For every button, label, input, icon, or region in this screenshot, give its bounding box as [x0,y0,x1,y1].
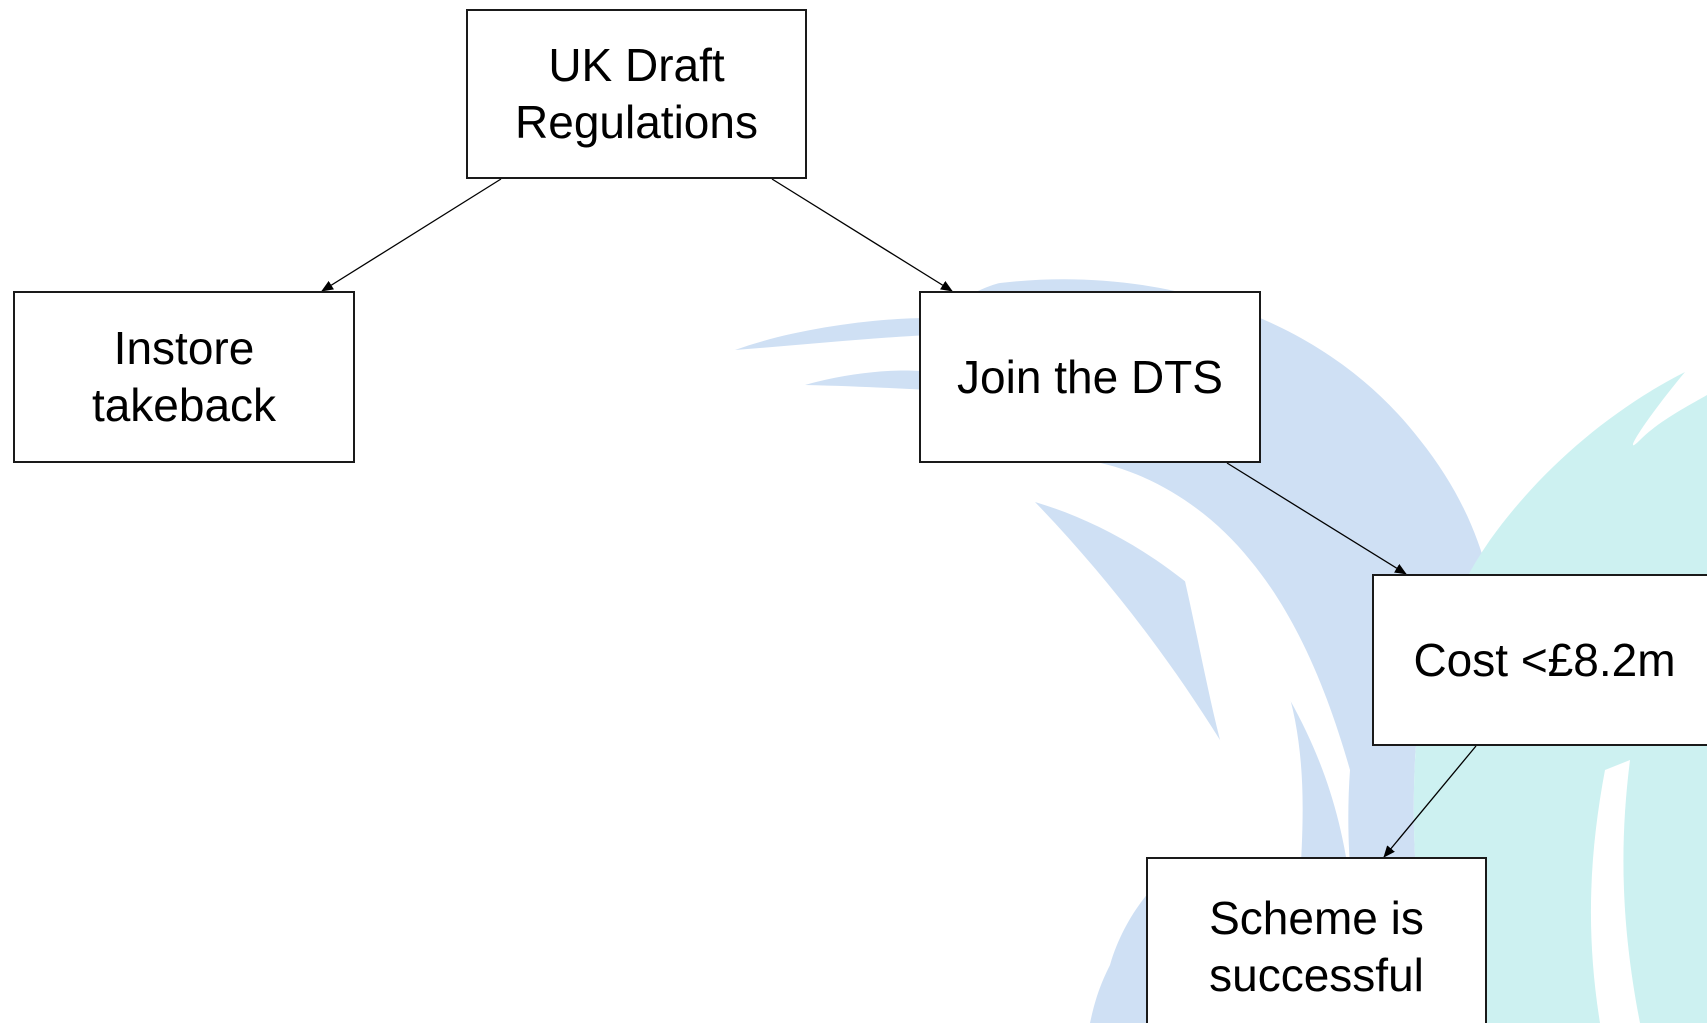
edge-cost-to-success [1383,745,1477,858]
node-label: Cost <£8.2m [1413,633,1676,686]
node-uk-draft-regulations: UK Draft Regulations [466,9,807,179]
edge-group [321,178,1477,858]
node-label: Scheme is successful [1209,892,1424,1001]
node-instore-takeback: Instore takeback [13,291,355,463]
white-cutout-right [1590,760,1640,1023]
blue-swoosh-lower-left [1090,880,1160,1023]
edge-root-to-join [771,178,953,292]
node-label: Instore takeback [91,322,277,431]
node-scheme-is-successful: Scheme is successful [1146,857,1487,1023]
blue-swoosh-main [960,279,1496,1023]
blue-swoosh-wisp-2 [805,370,930,390]
node-label: Join the DTS [957,350,1223,403]
edge-join-to-cost [1226,462,1407,575]
node-join-the-dts: Join the DTS [919,291,1261,463]
node-label: UK Draft Regulations [515,39,758,148]
blue-swoosh-wisp-1 [735,318,930,350]
edge-root-to-instore [321,178,502,292]
node-cost: Cost <£8.2m [1372,574,1707,746]
